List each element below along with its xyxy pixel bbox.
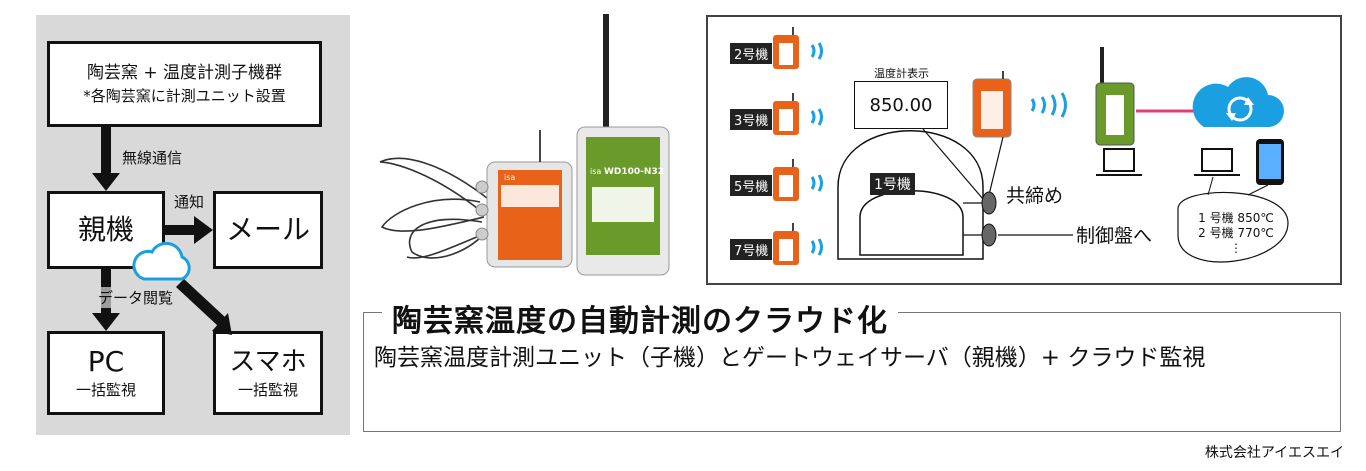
- unit-tag-3: 3号機: [730, 109, 773, 130]
- pc-title: PC: [87, 345, 125, 378]
- gateway-icon: [1095, 47, 1135, 146]
- data-view-label: データ閲覧: [98, 287, 174, 308]
- diagram-graphics: [773, 27, 1289, 265]
- gateway-model: WD100-N32: [604, 167, 664, 177]
- control-panel-label: 制御盤へ: [1076, 225, 1153, 247]
- unit-tag-7: 7号機: [730, 239, 773, 260]
- kiln-box-note: *各陶芸窯に計測ユニット設置: [83, 87, 286, 105]
- tighten-label: 共締め: [1006, 185, 1064, 207]
- product-photo: isa isa WD100-N32: [379, 14, 670, 276]
- unit-tag-1: 1号機: [870, 173, 915, 195]
- bubble-line-2: 2 号機 770℃: [1198, 226, 1274, 240]
- cloud-sync-icon: [1192, 77, 1284, 127]
- company-name: 株式会社アイエスエイ: [1204, 445, 1344, 461]
- kiln-box: 陶芸窯 + 温度計測子機群 *各陶芸窯に計測ユニット設置: [47, 41, 322, 127]
- main-unit-icon: [972, 71, 1012, 138]
- system-diagram: 2号機 3号機 5号機 7号機 1号機 温度計表示 850.00 共締め 制御盤…: [706, 15, 1342, 285]
- gateway-device: isa WD100-N32: [576, 14, 670, 276]
- pc-sub: 一括監視: [75, 381, 136, 399]
- unit-brand: isa: [504, 173, 515, 182]
- kiln-box-title: 陶芸窯 + 温度計測子機群: [86, 63, 283, 83]
- speech-bubble: [1177, 191, 1289, 263]
- phone-sub: 一括監視: [237, 381, 298, 399]
- sensor-unit-device: isa: [475, 130, 573, 268]
- smartphone-icon: [1256, 139, 1284, 185]
- pc-box: PC 一括監視: [47, 331, 165, 415]
- temp-display-label: 温度計表示: [874, 67, 929, 80]
- cloud-icon: [132, 241, 191, 281]
- bubble-dots: ⋮: [1230, 241, 1242, 255]
- phone-box: スマホ 一括監視: [213, 331, 323, 415]
- notify-label: 通知: [174, 193, 205, 211]
- page-heading: 陶芸窯温度の自動計測のクラウド化: [382, 296, 898, 340]
- flow-panel: 陶芸窯 + 温度計測子機群 *各陶芸窯に計測ユニット設置 親機 メール PC 一…: [36, 15, 350, 435]
- description-text: 陶芸窯温度計測ユニット（子機）とゲートウェイサーバ（親機）+ クラウド監視: [374, 345, 1206, 371]
- unit-tag-5: 5号機: [730, 175, 773, 196]
- mail-box: メール: [213, 191, 323, 269]
- wireless-waves: [810, 42, 1067, 256]
- unit-icons: [773, 27, 799, 265]
- temp-display-value: 850.00: [869, 94, 933, 116]
- parent-box: 親機: [47, 191, 165, 269]
- mail-label: メール: [225, 213, 310, 246]
- wireless-label: 無線通信: [122, 149, 183, 167]
- bubble-line-1: 1 号機 850℃: [1198, 211, 1274, 225]
- gateway-brand: isa: [590, 167, 601, 176]
- laptop-icon: [1096, 148, 1240, 176]
- parent-label: 親機: [77, 213, 134, 246]
- flow-arrows: [92, 127, 232, 335]
- temp-display-box: 850.00: [854, 81, 948, 129]
- bubble-text: 1 号機 850℃ 2 号機 770℃ ⋮: [1186, 211, 1286, 256]
- unit-tag-2: 2号機: [730, 43, 773, 64]
- phone-title: スマホ: [229, 347, 307, 377]
